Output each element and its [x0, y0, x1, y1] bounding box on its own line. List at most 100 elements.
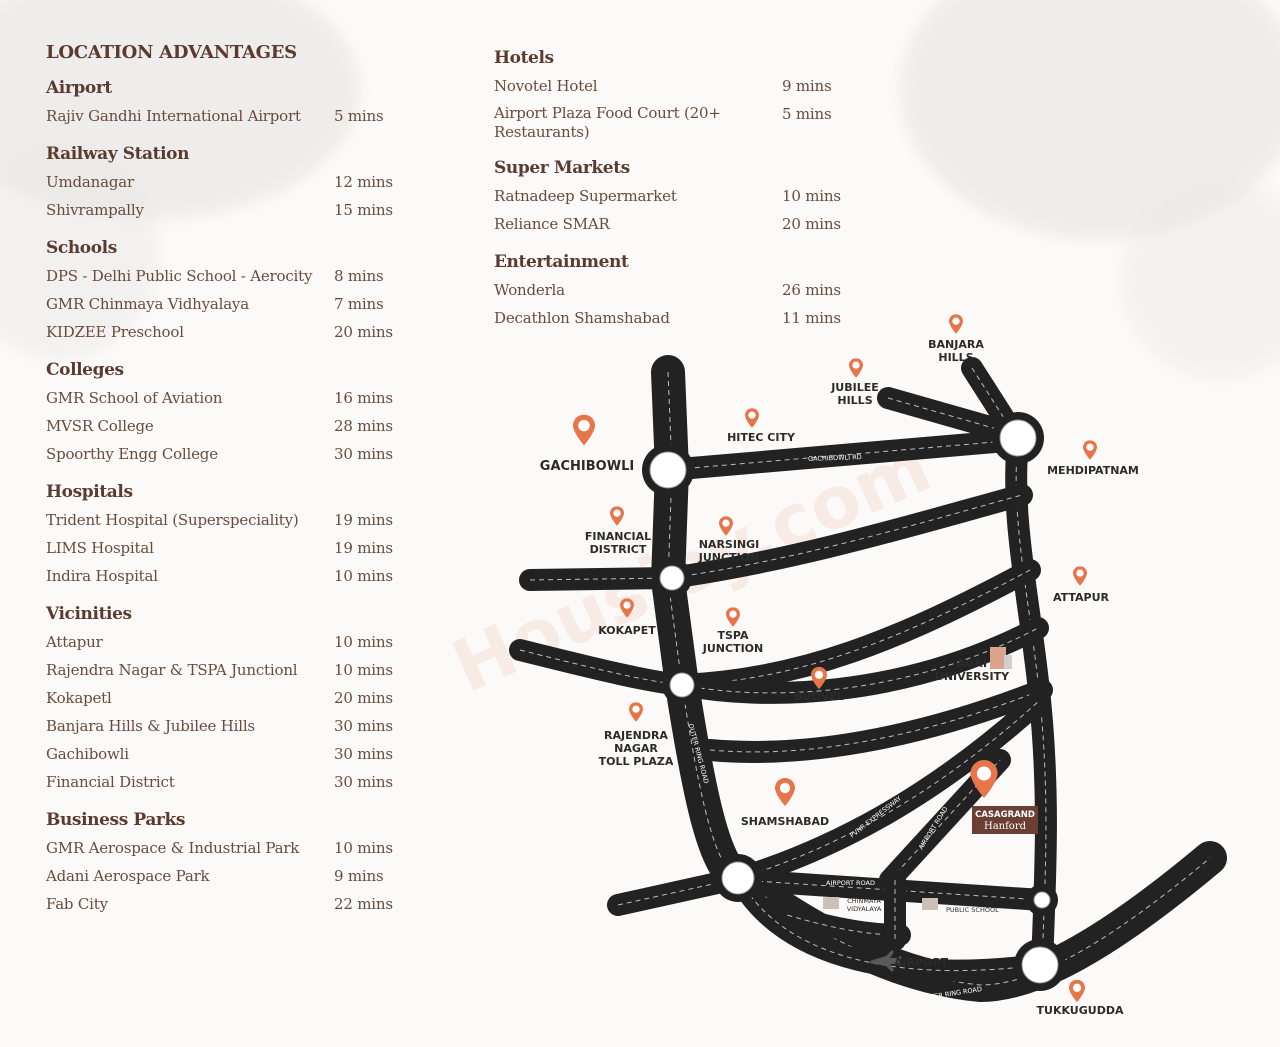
section-title: Schools	[46, 238, 117, 258]
travel-time: 5 mins	[334, 107, 384, 125]
hanford-label: Hanford	[984, 821, 1027, 832]
place-label-narsingi: JUNCTION	[698, 551, 759, 564]
airplane-icon	[870, 950, 902, 972]
travel-time: 20 mins	[334, 689, 393, 707]
place-name: Spoorthy Engg College	[46, 445, 218, 463]
section-title: Railway Station	[46, 144, 190, 164]
location-pin-icon	[775, 778, 795, 806]
place-label-agri: UNIVERSITY	[935, 670, 1010, 683]
place-label-kokapet: KOKAPET	[598, 624, 656, 637]
section-title: Hospitals	[46, 482, 133, 502]
road-centerline	[529, 494, 1023, 581]
travel-time: 19 mins	[334, 539, 393, 557]
travel-time: 10 mins	[334, 633, 393, 651]
junctions	[642, 412, 1066, 991]
place-label-tspa: JUNCTION	[702, 642, 763, 655]
travel-time: 9 mins	[782, 77, 832, 95]
junction-shamshabad-center	[721, 861, 755, 895]
place-name: Airport Plaza Food Court (20+ Restaurant…	[494, 104, 721, 141]
road-airport-loop	[729, 869, 1051, 982]
location-pin-icon	[1073, 566, 1087, 586]
travel-time: 28 mins	[334, 417, 393, 435]
place-name: Attapur	[46, 633, 103, 651]
place-name: Umdanagar	[46, 173, 134, 191]
junction-delhi-school-center	[1033, 891, 1051, 909]
travel-time: 30 mins	[334, 445, 393, 463]
place-name: Decathlon Shamshabad	[494, 309, 670, 327]
casagrand-label: CASAGRAND	[975, 810, 1035, 820]
location-pin-icon	[1069, 979, 1085, 1003]
section-title: Hotels	[494, 48, 554, 68]
junction-gachibowli-center	[649, 451, 687, 489]
road-centerline	[667, 439, 1019, 471]
place-name: Trident Hospital (Superspeciality)	[46, 511, 299, 529]
place-name: KIDZEE Preschool	[46, 323, 184, 341]
place-label-delhi: PUBLIC SCHOOL	[946, 906, 999, 914]
road-centerline	[739, 879, 1043, 901]
travel-time: 20 mins	[782, 215, 841, 233]
road-label-gachibowli-rd: GACHIBOWLI RD	[808, 453, 862, 463]
travel-time: 11 mins	[782, 309, 841, 327]
road-centerline	[617, 699, 1041, 906]
place-label-airport: AIRPORT	[894, 956, 948, 969]
foliage-decor-topright	[900, 0, 1280, 240]
place-label-narsingi: NARSINGI	[699, 538, 760, 551]
place-name: LIMS Hospital	[46, 539, 154, 557]
place-name: DPS - Delhi Public School - Aerocity	[46, 267, 313, 285]
list-item: Decathlon Shamshabad 11 mins	[494, 304, 854, 332]
place-label-delhi: DELHI	[946, 898, 966, 906]
location-pin-icon	[745, 408, 759, 428]
place-name: Novotel Hotel	[494, 77, 598, 95]
location-pin-icon	[726, 607, 740, 627]
section-title: Vicinities	[46, 604, 132, 624]
location-pin-icon	[573, 414, 595, 446]
travel-time: 5 mins	[782, 105, 832, 123]
junction-mehdipatnam-center	[999, 419, 1037, 457]
place-name: Financial District	[46, 773, 175, 791]
foliage-decor-left	[0, 140, 160, 360]
delhi-public-school-building-icon	[922, 898, 938, 910]
travel-time: 10 mins	[782, 187, 841, 205]
page-title: LOCATION ADVANTAGES	[46, 42, 297, 63]
place-name: Fab City	[46, 895, 108, 913]
list-item: Spoorthy Engg College 30 mins	[46, 440, 406, 468]
place-name: GMR Aerospace & Industrial Park	[46, 839, 300, 857]
travel-time: 19 mins	[334, 511, 393, 529]
place-label-jubilee: HILLS	[837, 394, 872, 407]
road-network	[509, 355, 1227, 1002]
section-title: Business Parks	[46, 810, 186, 830]
place-label-hitec: HITEC CITY	[727, 431, 796, 444]
place-label-tspa: TSPA	[718, 629, 749, 642]
place-name: GMR Chinmaya Vidhyalaya	[46, 295, 249, 313]
travel-time: 16 mins	[334, 389, 393, 407]
place-label-shamshabad: SHAMSHABAD	[741, 815, 829, 828]
place-label-gachibowli: GACHIBOWLI	[540, 459, 634, 474]
chinmaya-school-building-icon	[823, 897, 839, 909]
place-label-chinmaya: CHINMAYA	[847, 897, 881, 905]
place-name: Rajendra Nagar & TSPA Junctionl	[46, 661, 298, 679]
travel-time: 20 mins	[334, 323, 393, 341]
road-shamshabad-road	[699, 679, 1053, 763]
travel-time: 8 mins	[334, 267, 384, 285]
list-item: Attapur 10 mins	[46, 628, 406, 656]
section-title: Entertainment	[494, 252, 629, 272]
place-label-tukkugudda: TUKKUGUDDA	[1037, 1004, 1124, 1017]
list-item: KIDZEE Preschool 20 mins	[46, 318, 406, 346]
list-item: Airport Plaza Food Court (20+ Restaurant…	[494, 100, 854, 144]
place-label-jubilee: JUBILEE	[830, 381, 879, 394]
place-name: Shivrampally	[46, 201, 144, 219]
place-label-mehdipatnam: MEHDIPATNAM	[1047, 464, 1139, 477]
university-building-icon	[990, 647, 1012, 669]
junction-financial-center	[659, 565, 685, 591]
place-label-financial: DISTRICT	[590, 543, 647, 556]
